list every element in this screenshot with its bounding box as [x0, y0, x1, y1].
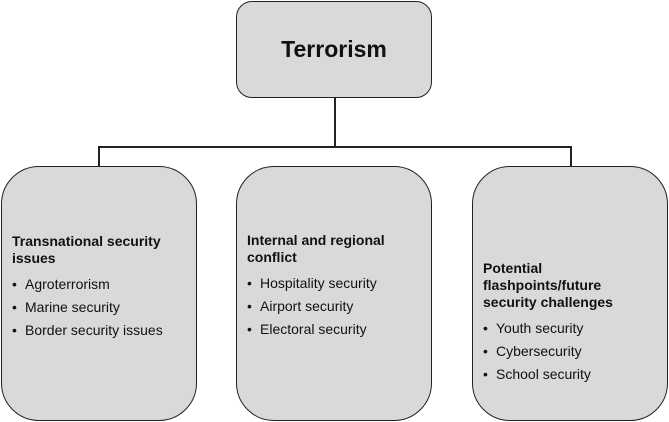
list-item: Border security issues [12, 319, 186, 342]
list-item: Electoral security [247, 318, 421, 341]
category-node-internal: Internal and regional conflict Hospitali… [236, 166, 432, 421]
category-node-future: Potential flashpoints/future security ch… [472, 166, 668, 421]
category-title: Potential flashpoints/future security ch… [483, 260, 613, 310]
list-item: Hospitality security [247, 272, 421, 295]
list-item: Cybersecurity [483, 340, 653, 363]
connector-left [98, 146, 100, 167]
category-title: Transnational security issues [12, 233, 161, 266]
root-node-terrorism: Terrorism [236, 1, 432, 98]
connector-horizontal [98, 146, 571, 148]
list-item: School security [483, 363, 653, 386]
connector-right [570, 146, 572, 167]
root-title: Terrorism [281, 36, 387, 62]
category-title: Internal and regional conflict [247, 232, 385, 265]
list-item: Agroterrorism [12, 273, 186, 296]
category-node-transnational: Transnational security issues Agroterror… [1, 166, 197, 421]
list-item: Marine security [12, 296, 186, 319]
list-item: Youth security [483, 317, 653, 340]
connector-vertical-root [334, 97, 336, 147]
list-item: Airport security [247, 295, 421, 318]
